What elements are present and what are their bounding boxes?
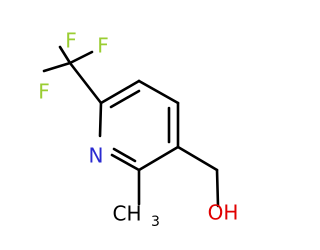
methyl-label: CH <box>112 202 141 226</box>
methyl-subscript: 3 <box>151 214 160 230</box>
molecule-structure: F F F N OH CH 3 <box>38 29 239 231</box>
ring-double-bond-c6-c5 <box>109 89 141 109</box>
ring-bond-n1-c6 <box>98 101 103 138</box>
bond-cf3-f-right <box>68 50 94 65</box>
ring-bond-c3-c2 <box>137 145 180 172</box>
ring-bond-c6-c5 <box>99 79 141 105</box>
bond-ch2-oh <box>215 168 220 208</box>
bond-c6-cf3 <box>68 61 103 105</box>
fluorine-label-top: F <box>65 29 77 53</box>
nitrogen-label: N <box>89 144 104 168</box>
fluorine-label-right: F <box>97 34 109 58</box>
fluorine-label-left: F <box>38 80 50 104</box>
molecule-canvas: F F F N OH CH 3 <box>38 28 239 231</box>
bond-c3-ch2 <box>176 145 219 172</box>
ring-double-bond-c2-n1 <box>112 147 137 163</box>
hydroxyl-label: OH <box>208 201 239 225</box>
bond-cf3-f-left <box>42 61 72 73</box>
ring-bond-c5-c4 <box>137 79 180 105</box>
ring-bond-c2-n1 <box>110 153 141 172</box>
bond-cf3-f-top <box>58 45 72 65</box>
